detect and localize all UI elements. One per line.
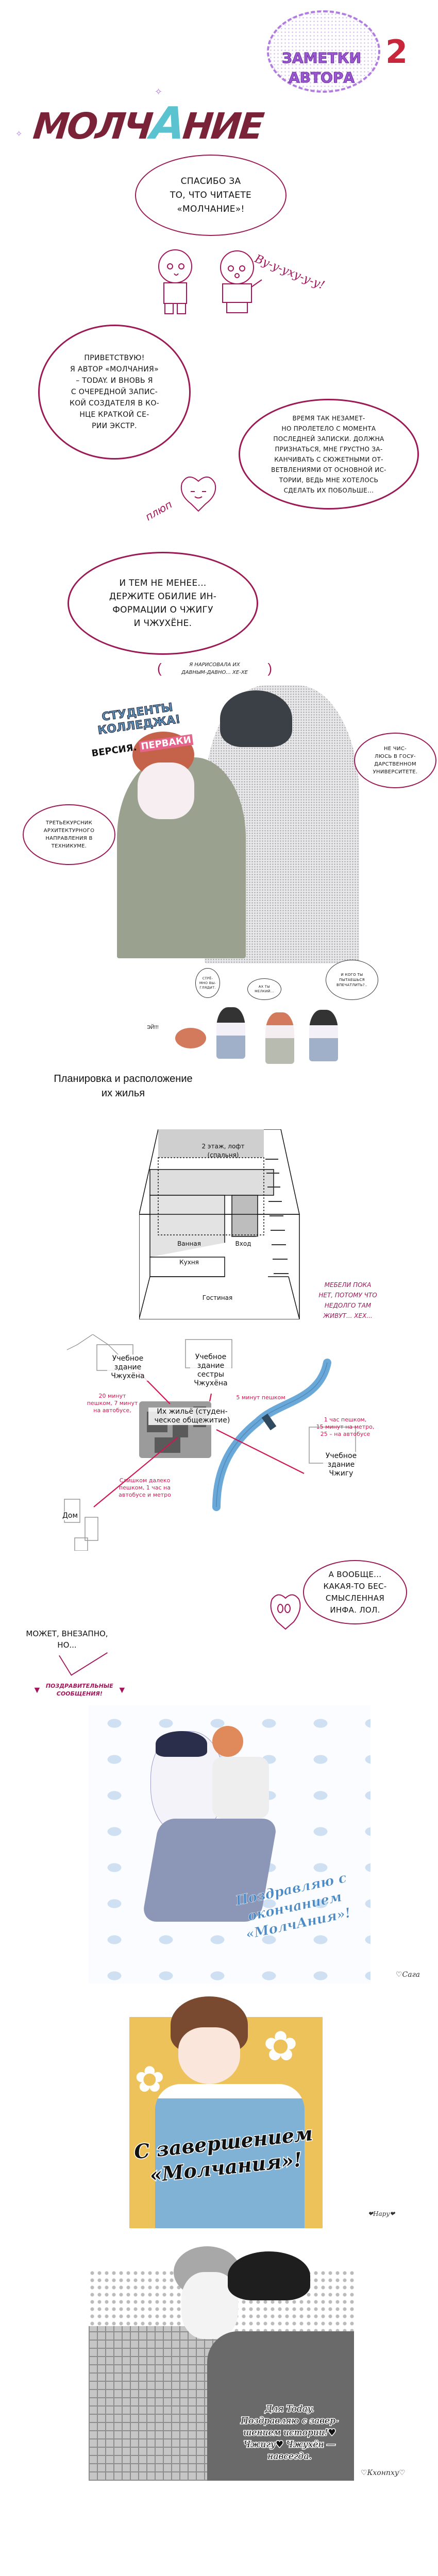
- aside-note: ( Я нарисовала их давным-давно... хе-хе …: [157, 660, 272, 676]
- face: [138, 762, 194, 819]
- author-notes-badge: Заметки автора 2: [267, 10, 408, 93]
- map-dorm: Их жильё (студен- ческое общежитие): [148, 1408, 236, 1425]
- red-haired-character: [212, 1726, 243, 1757]
- thanks-text: Спасибо за то, что читаете «Молчание»!: [170, 176, 252, 214]
- greeting-bubble: Приветствую! Я автор «Молчания» – Today.…: [38, 325, 191, 460]
- comment-text: А вообще... какая-то бес- смысленная инф…: [323, 1569, 387, 1615]
- map-home: Дом: [61, 1512, 79, 1520]
- congrats-heading: ▼ Поздравительные сообщения! ▼: [32, 1682, 154, 1698]
- sparkle-icon: ✧: [155, 87, 163, 97]
- nevertheless-bubble: И тем не менее... держите обилие ин- фор…: [68, 552, 258, 655]
- map-building-sister: Учебное здание сестры Чжухёна: [190, 1353, 231, 1388]
- shirt: [212, 1757, 269, 1819]
- room-kitchen: Кухня: [169, 1258, 210, 1267]
- left-caption: Третьекурсник архитектурного направления…: [43, 820, 95, 849]
- nevertheless-text: И тем не менее... держите обилие ин- фор…: [109, 578, 217, 629]
- sparkle-icon: ✧: [15, 130, 23, 139]
- shirt-vest: [155, 2084, 305, 2228]
- smiling-face: [178, 2027, 240, 2084]
- congrats-card-3: Для Today. Поздравляю с завер- шением ис…: [89, 2239, 354, 2481]
- dark-haired-character: [228, 2251, 310, 2300]
- card-3-author: ♡Кхонnху♡: [361, 2469, 406, 2477]
- left-caption-bubble: Третьекурсник архитектурного направления…: [23, 804, 115, 865]
- house-floorplan: [139, 1129, 300, 1319]
- chibi-text: Стрё- мно вы- глядит.: [199, 976, 216, 990]
- series-logo: МолчАние: [31, 98, 268, 149]
- logo-part-2: ние: [180, 105, 264, 147]
- plaid-shirt-character: [89, 2326, 223, 2481]
- chibi-bubble-1: Стрё- мно вы- глядит.: [195, 968, 220, 998]
- room-bathroom: Ванная: [177, 1240, 201, 1247]
- check-arrow-icon: [59, 1652, 108, 1676]
- route-home: Слишком далеко пешком, 1 час на автобусе…: [119, 1477, 171, 1498]
- congrats-card-1: Поздравляю с окончанием «МолчАния»!: [89, 1705, 370, 1984]
- room-living: Гостиная: [192, 1294, 243, 1302]
- sunflower-icon: ✿: [134, 2059, 165, 2099]
- version-label: Версия.: [91, 742, 138, 759]
- dark-shirt: [207, 2331, 354, 2481]
- chibi-characters: [175, 1007, 345, 1064]
- heart-icon: ▼: [32, 1684, 42, 1695]
- route-juhyun: 20 минут пешком, 7 минут на автобусе,: [87, 1393, 138, 1414]
- card-3-text: Для Today. Поздравляю с завер- шением ис…: [240, 2403, 339, 2463]
- freshmen-label: Перваки: [139, 734, 194, 753]
- card-1-author: ♡Сага: [396, 1971, 420, 1979]
- chibi-bubble-2: Ах ты мелкий...: [247, 978, 281, 1000]
- time-flew-bubble: Время так незамет- но пролетело с момент…: [239, 399, 419, 510]
- sfx-plop: плюп: [143, 498, 175, 523]
- comment-bubble: А вообще... какая-то бес- смысленная инф…: [303, 1560, 407, 1624]
- right-caption: Не чис- люсь в госу- дарственном универс…: [373, 746, 418, 775]
- chibi-authors: [158, 249, 262, 314]
- congrats-heading-text: Поздравительные сообщения!: [45, 1683, 113, 1697]
- room-entrance: Вход: [235, 1240, 251, 1247]
- melting-heart-character: [180, 477, 216, 512]
- right-caption-bubble: Не чис- люсь в госу- дарственном универс…: [354, 733, 436, 788]
- plush-hair: [156, 1731, 207, 1757]
- chibi-text: И кого ты пытаешься впечатлить?..: [336, 973, 367, 987]
- logo-part-1: Молч: [31, 105, 153, 147]
- aside-text: Я нарисовала их давным-давно... хе-хе: [181, 662, 248, 675]
- layout-title: Планировка и расположение их жилья: [54, 1073, 193, 1099]
- logo-accent: А: [148, 98, 186, 149]
- greeting-text: Приветствую! Я автор «Молчания» – Today.…: [69, 354, 160, 430]
- chibi-text: Ах ты мелкий...: [255, 985, 274, 993]
- dark-hair: [220, 690, 292, 747]
- suddenly-text: Может, внезапно, но...: [26, 1629, 108, 1650]
- badge-line-2: автора: [288, 69, 355, 87]
- route-sister: 5 минут пешком: [236, 1394, 285, 1401]
- heart-icon: ▼: [117, 1684, 127, 1695]
- surprised-heart-character: [270, 1594, 301, 1630]
- sunflower-icon: ✿: [263, 2023, 298, 2069]
- badge-line-1: Заметки: [282, 49, 362, 67]
- room-loft: 2 этаж, лофт (спальня): [201, 1143, 245, 1159]
- students-illustration: [107, 685, 362, 1036]
- chibi-bubble-3: И кого ты пытаешься впечатлить?..: [326, 960, 378, 1000]
- map-building-jigu: Учебное здание Чжигу: [323, 1452, 359, 1478]
- map-building-juhyun: Учебное здание Чжухёна: [107, 1354, 148, 1381]
- thanks-bubble: Спасибо за то, что читаете «Молчание»!: [135, 155, 287, 236]
- time-flew-text: Время так незамет- но пролетело с момент…: [271, 414, 386, 494]
- congrats-card-2: ✿ ✿ С завершением «Молчания»!: [129, 1996, 326, 2228]
- furniture-note: Мебели пока нет, потому что недолго там …: [318, 1281, 377, 1319]
- badge-title: Заметки автора: [280, 29, 363, 88]
- badge-number: 2: [385, 33, 408, 71]
- route-jigu: 1 час пешком, 15 минут на метро, 25 – на…: [316, 1416, 375, 1437]
- card-2-author: ❤Hapy❤: [368, 2210, 395, 2217]
- chibi-hey: ЭЙ!!!: [147, 1025, 159, 1030]
